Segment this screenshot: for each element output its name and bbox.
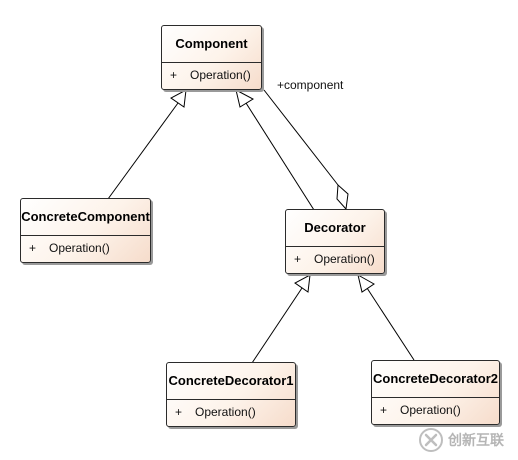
watermark-text: 创新互联 [448,432,504,448]
class-decorator[interactable]: Decorator + Operation() [285,209,385,274]
visibility-marker: + [175,405,183,419]
operation-name: Operation() [190,68,251,82]
visibility-marker: + [380,403,388,417]
operation-name: Operation() [195,405,256,419]
generalization-arrowhead-concrete-component [170,89,187,108]
aggregation-diamond [336,183,349,211]
class-concrete-decorator1[interactable]: ConcreteDecorator1 + Operation() [166,362,296,427]
aggregation-line-component [263,89,339,186]
visibility-marker: + [170,68,178,82]
operation-row: + Operation() [372,398,499,419]
generalization-arrowhead-concrete-decorator1 [294,274,311,293]
operation-row: + Operation() [162,63,261,84]
logo-x-icon [419,428,443,452]
association-role-label: +component [277,78,344,92]
operation-name: Operation() [49,241,110,255]
class-name: ConcreteComponent [21,199,150,236]
generalization-arrowhead-decorator [235,89,255,108]
generalization-line-concrete-component [107,102,179,200]
class-name: ConcreteDecorator1 [167,363,295,400]
class-name: ConcreteDecorator2 [372,361,499,398]
operation-name: Operation() [314,252,375,266]
operation-name: Operation() [400,403,461,417]
class-name: Decorator [286,210,384,247]
class-concrete-component[interactable]: ConcreteComponent + Operation() [20,198,151,263]
generalization-arrowhead-concrete-decorator2 [357,274,375,293]
class-component[interactable]: Component + Operation() [161,25,262,90]
operation-row: + Operation() [21,236,150,257]
generalization-line-concrete-decorator2 [366,287,415,361]
generalization-line-concrete-decorator1 [251,287,303,364]
class-concrete-decorator2[interactable]: ConcreteDecorator2 + Operation() [371,360,500,425]
watermark: 创新互联 [418,424,516,456]
visibility-marker: + [294,252,302,266]
operation-row: + Operation() [167,400,295,421]
class-name: Component [162,26,261,63]
generalization-line-decorator [245,102,315,211]
visibility-marker: + [29,241,37,255]
operation-row: + Operation() [286,247,384,268]
